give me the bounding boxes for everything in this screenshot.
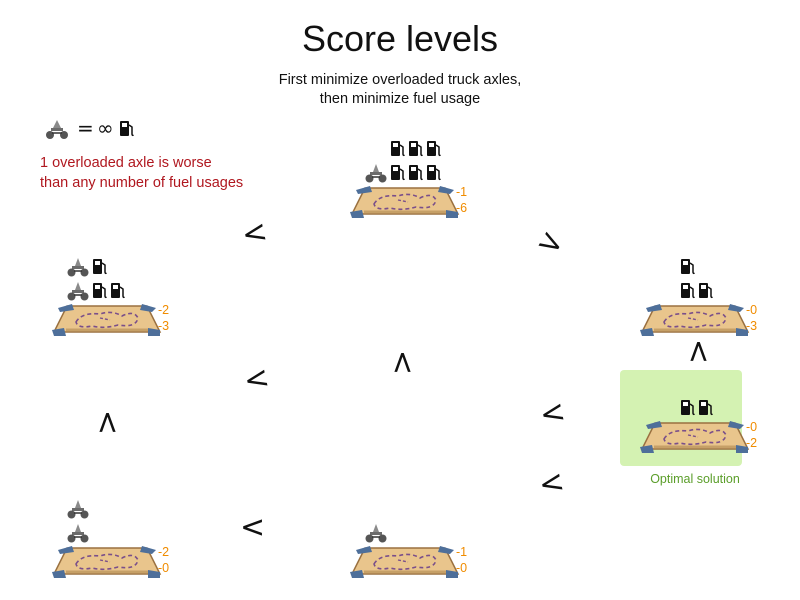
fuel-pump-icon	[699, 283, 713, 299]
route-board	[350, 540, 460, 580]
solution-left-lower: -2-0	[52, 470, 212, 580]
route-board	[52, 540, 162, 580]
relation-sign: <	[535, 463, 568, 504]
score-values: -1-0	[456, 544, 467, 576]
relation-sign: <	[681, 338, 717, 365]
constraint-icons-row	[66, 498, 90, 520]
relation-sign: <	[530, 222, 571, 265]
note-line-1: 1 overloaded axle is worse	[40, 155, 212, 171]
soft-score: -3	[746, 319, 758, 333]
fuel-pump-icon	[699, 400, 713, 416]
score-values: -2-3	[158, 302, 169, 334]
axle-weight-icon	[67, 524, 89, 543]
score-values: -2-0	[158, 544, 169, 576]
soft-score: -0	[456, 561, 468, 575]
subtitle-line-2: then minimize fuel usage	[319, 91, 481, 107]
soft-score: -2	[746, 436, 758, 450]
route-board	[52, 298, 162, 338]
solution-left-upper: -2-3	[52, 228, 212, 338]
score-values: -0-2	[746, 419, 757, 451]
axle-weight-icon	[67, 500, 89, 519]
axle-weight-icon	[365, 524, 387, 543]
axle-weight-icon	[67, 258, 89, 277]
route-map-icon	[52, 304, 162, 336]
fuel-pump-icon	[391, 165, 405, 181]
soft-score: -0	[158, 561, 170, 575]
relation-sign: <	[536, 393, 569, 434]
constraint-icons-row	[654, 256, 696, 278]
axle-weight-icon	[365, 164, 387, 183]
route-board	[640, 415, 750, 455]
fuel-pump-icon	[681, 259, 695, 275]
infinity-sign: ∞	[97, 116, 114, 140]
soft-score: -6	[456, 201, 468, 215]
fuel-pump-icon	[409, 141, 423, 157]
route-map-icon	[350, 546, 460, 578]
solution-right-upper: -0-3	[640, 228, 800, 338]
constraint-icons-row	[66, 256, 108, 278]
fuel-pump-icon	[427, 165, 441, 181]
route-board	[350, 180, 460, 220]
equation: = ∞	[44, 116, 144, 142]
constraint-icons-row	[66, 522, 90, 544]
fuel-pump-icon	[409, 165, 423, 181]
relation-sign: <	[240, 359, 273, 400]
page-title: Score levels	[301, 18, 499, 59]
constraint-icons-row	[364, 138, 442, 160]
note: 1 overloaded axle is worse than any numb…	[40, 153, 243, 193]
score-values: -0-3	[746, 302, 757, 334]
equals-sign: =	[77, 116, 94, 140]
solution-top: -1-6	[350, 110, 510, 220]
route-map-icon	[640, 304, 750, 336]
constraint-icons-row	[364, 522, 388, 544]
constraint-icons-row	[364, 162, 442, 184]
optimal-highlight	[620, 370, 742, 466]
hard-score: -1	[456, 545, 468, 559]
constraint-icons-row	[654, 280, 714, 302]
axle-weight-icon	[67, 282, 89, 301]
score-values: -1-6	[456, 184, 467, 216]
fuel-pump-icon	[427, 141, 441, 157]
fuel-pump-icon	[391, 141, 405, 157]
hard-score: -1	[456, 185, 468, 199]
fuel-pump-icon	[111, 283, 125, 299]
hard-score: -2	[158, 545, 170, 559]
fuel-pump-icon	[120, 121, 134, 137]
soft-score: -3	[158, 319, 170, 333]
optimal-label: Optimal solution	[650, 472, 740, 486]
fuel-pump-icon	[681, 283, 695, 299]
route-map-icon	[350, 186, 460, 218]
relation-sign: <	[238, 213, 271, 254]
axle-weight-icon	[46, 120, 68, 139]
solution-optimal: -0-2	[640, 345, 800, 455]
fuel-pump-icon	[93, 259, 107, 275]
relation-sign: <	[240, 510, 266, 545]
route-map-icon	[52, 546, 162, 578]
solution-mid-lower: -1-0	[350, 470, 510, 580]
relation-sign: <	[90, 409, 126, 436]
route-board	[640, 298, 750, 338]
note-line-2: than any number of fuel usages	[40, 175, 244, 191]
route-map-icon	[640, 421, 750, 453]
fuel-pump-icon	[681, 400, 695, 416]
subtitle-line-1: First minimize overloaded truck axles,	[278, 72, 522, 88]
hard-score: -0	[746, 303, 758, 317]
relation-sign: <	[385, 349, 421, 376]
constraint-icons-row	[66, 280, 126, 302]
fuel-pump-icon	[93, 283, 107, 299]
hard-score: -0	[746, 420, 758, 434]
constraint-icons-row	[654, 397, 714, 419]
hard-score: -2	[158, 303, 170, 317]
